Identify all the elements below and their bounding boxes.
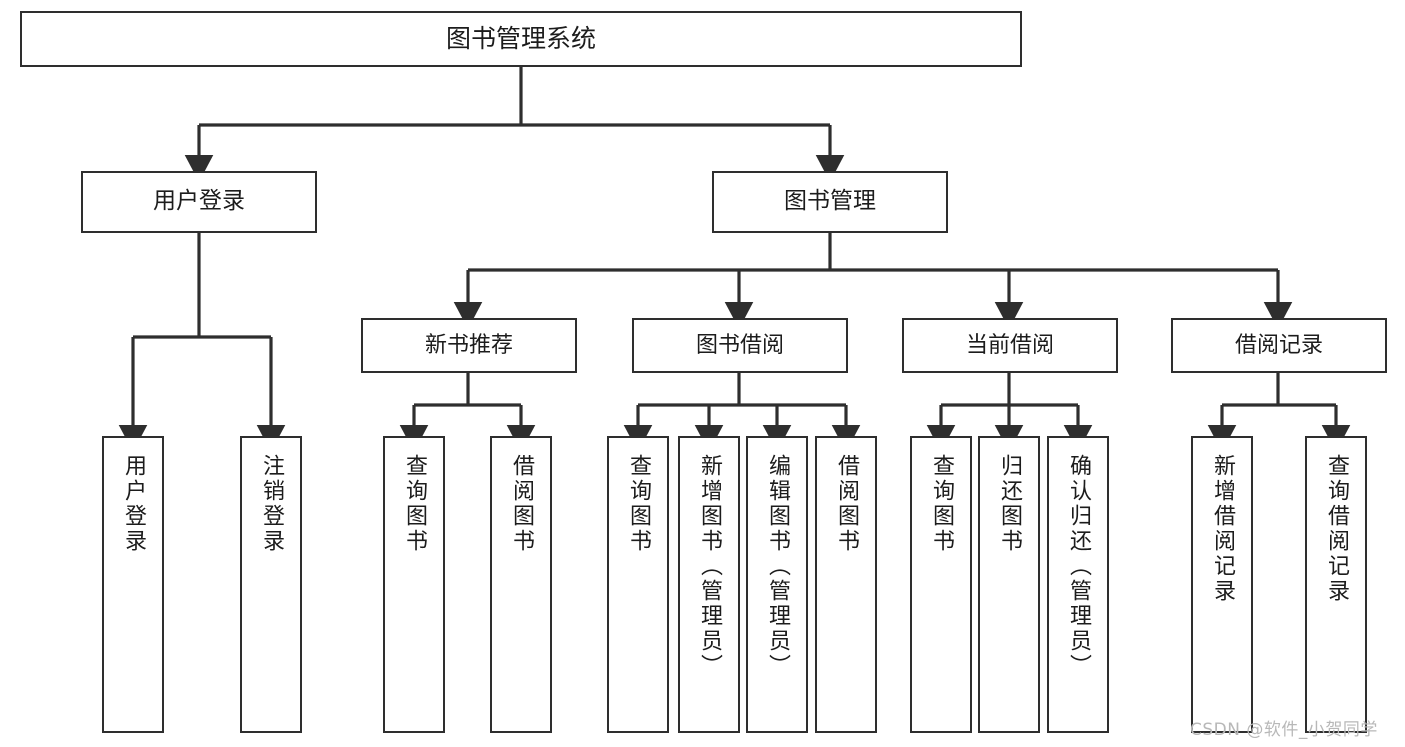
node-book-borrow-label: 图书借阅: [695, 332, 784, 358]
leaf-new-book-query-label: 查询图书: [402, 454, 427, 554]
leaf-user-login-login-label: 用户登录: [121, 454, 146, 554]
node-borrow-record[interactable]: 借阅记录: [1171, 318, 1387, 373]
leaf-book-borrow-borrow-label: 借阅图书: [834, 454, 859, 554]
node-current-borrow[interactable]: 当前借阅: [902, 318, 1118, 373]
leaf-current-borrow-return[interactable]: 归还图书: [978, 436, 1040, 733]
leaf-current-borrow-confirm[interactable]: 确认归还（管理员）: [1047, 436, 1109, 733]
leaf-book-borrow-add[interactable]: 新增图书（管理员）: [678, 436, 740, 733]
node-borrow-record-label: 借阅记录: [1234, 332, 1323, 358]
leaf-current-borrow-query-label: 查询图书: [929, 454, 954, 554]
watermark-text: CSDN @软件_小贺同学: [1190, 720, 1378, 740]
node-book-borrow[interactable]: 图书借阅: [632, 318, 848, 373]
node-root[interactable]: 图书管理系统: [20, 11, 1022, 67]
leaf-new-book-borrow-label: 借阅图书: [509, 454, 534, 554]
leaf-user-login-logout-label: 注销登录: [259, 454, 284, 554]
leaf-new-book-borrow[interactable]: 借阅图书: [490, 436, 552, 733]
leaf-borrow-record-add[interactable]: 新增借阅记录: [1191, 436, 1253, 733]
leaf-user-login-logout[interactable]: 注销登录: [240, 436, 302, 733]
leaf-current-borrow-confirm-label: 确认归还（管理员）: [1066, 454, 1091, 679]
leaf-user-login-login[interactable]: 用户登录: [102, 436, 164, 733]
node-current-borrow-label: 当前借阅: [965, 332, 1054, 358]
leaf-book-borrow-borrow[interactable]: 借阅图书: [815, 436, 877, 733]
node-new-book-recommend[interactable]: 新书推荐: [361, 318, 577, 373]
leaf-current-borrow-return-label: 归还图书: [997, 454, 1022, 554]
leaf-borrow-record-query[interactable]: 查询借阅记录: [1305, 436, 1367, 733]
leaf-book-borrow-edit[interactable]: 编辑图书（管理员）: [746, 436, 808, 733]
leaf-borrow-record-add-label: 新增借阅记录: [1210, 454, 1235, 604]
node-new-book-recommend-label: 新书推荐: [424, 332, 513, 358]
leaf-book-borrow-query[interactable]: 查询图书: [607, 436, 669, 733]
node-user-login[interactable]: 用户登录: [81, 171, 317, 233]
node-user-login-label: 用户登录: [153, 188, 245, 215]
node-book-manage-label: 图书管理: [784, 188, 876, 215]
node-book-manage[interactable]: 图书管理: [712, 171, 948, 233]
leaf-book-borrow-add-label: 新增图书（管理员）: [697, 454, 722, 679]
leaf-current-borrow-query[interactable]: 查询图书: [910, 436, 972, 733]
leaf-book-borrow-query-label: 查询图书: [626, 454, 651, 554]
leaf-book-borrow-edit-label: 编辑图书（管理员）: [765, 454, 790, 679]
node-root-label: 图书管理系统: [445, 24, 596, 54]
leaf-new-book-query[interactable]: 查询图书: [383, 436, 445, 733]
leaf-borrow-record-query-label: 查询借阅记录: [1324, 454, 1349, 604]
